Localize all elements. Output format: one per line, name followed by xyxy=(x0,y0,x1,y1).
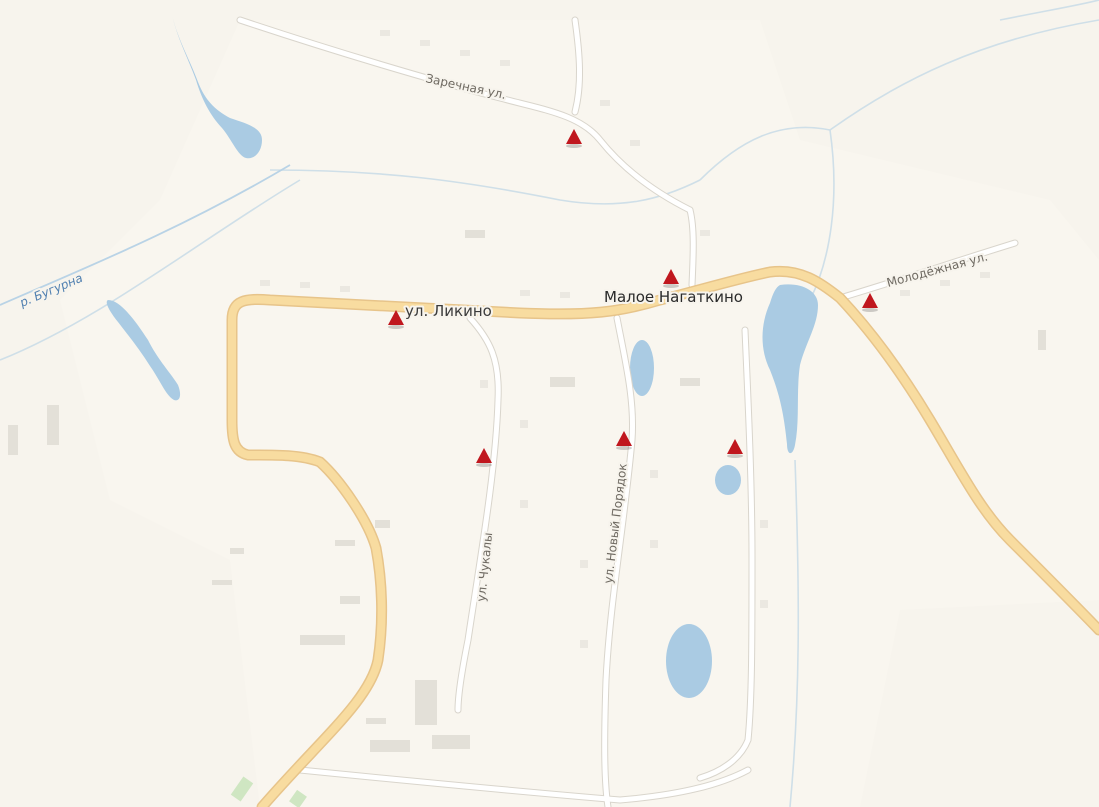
buildings xyxy=(8,230,1046,752)
red-triangle-icon[interactable] xyxy=(862,293,878,312)
street-label-likino: ул. Ликино xyxy=(405,302,492,320)
river-bugurna-line xyxy=(0,164,291,306)
red-triangle-icon[interactable] xyxy=(616,431,632,450)
red-triangle-icon[interactable] xyxy=(476,448,492,467)
red-triangle-icon[interactable] xyxy=(663,269,679,288)
red-triangle-icon[interactable] xyxy=(727,439,743,458)
house-dots xyxy=(260,30,990,648)
main-road xyxy=(226,265,1099,807)
water-bodies xyxy=(106,15,818,698)
settlement-label: Малое Нагаткино xyxy=(604,288,743,306)
minor-roads xyxy=(237,17,1018,807)
park-patch xyxy=(289,789,307,807)
poi-markers xyxy=(388,129,878,467)
red-triangle-icon[interactable] xyxy=(388,310,404,329)
red-triangle-icon[interactable] xyxy=(566,129,582,148)
settlement-area xyxy=(60,20,1099,807)
park-patch xyxy=(230,776,254,802)
